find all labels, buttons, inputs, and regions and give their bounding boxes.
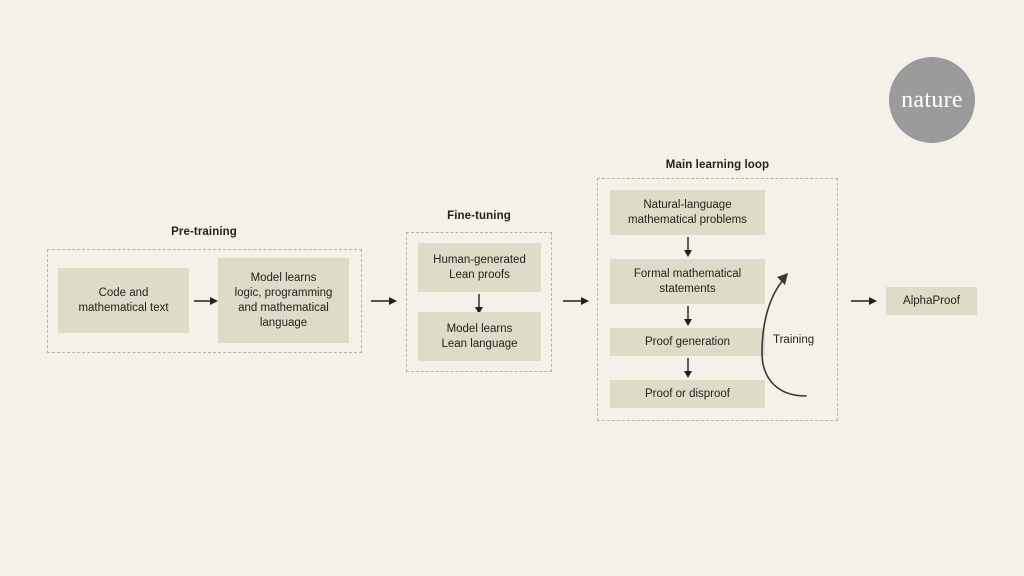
node-line: mathematical text <box>78 301 169 314</box>
node-line: Lean proofs <box>449 268 510 281</box>
node-human-generated-lean-proofs: Human-generated Lean proofs <box>418 243 541 292</box>
training-label: Training <box>773 334 815 346</box>
arrow-right-icon <box>194 297 218 305</box>
node-line: logic, programming <box>234 286 333 299</box>
node-line: Lean language <box>441 337 518 350</box>
node-formal-mathematical-statements: Formal mathematical statements <box>610 259 765 304</box>
arrow-right-icon <box>371 297 397 305</box>
mainloop-group <box>597 178 838 421</box>
node-natural-language-problems: Natural-language mathematical problems <box>610 190 765 235</box>
node-line: language <box>259 316 308 329</box>
arrow-right-icon <box>563 297 589 305</box>
mainloop-title: Main learning loop <box>665 159 770 171</box>
arrow-down-icon <box>475 294 483 314</box>
node-line: mathematical problems <box>628 213 747 226</box>
node-line: Code and <box>98 286 149 299</box>
node-line: Proof or disproof <box>644 387 730 400</box>
arrow-down-icon <box>684 306 692 326</box>
node-model-learns-logic: Model learns logic, programming and math… <box>218 258 349 343</box>
node-line: Model learns <box>446 322 513 335</box>
curved-feedback-arrow-icon <box>761 273 807 397</box>
node-alphaproof: AlphaProof <box>886 287 977 315</box>
node-line: AlphaProof <box>903 294 960 307</box>
node-code-and-math-text: Code and mathematical text <box>58 268 189 333</box>
node-line: statements <box>659 282 716 295</box>
pretraining-title: Pre-training <box>171 226 237 238</box>
node-line: and mathematical <box>238 301 329 314</box>
node-model-learns-lean-language: Model learns Lean language <box>418 312 541 361</box>
node-line: Natural-language <box>643 198 732 211</box>
finetuning-group <box>406 232 552 372</box>
node-line: Human-generated <box>433 253 526 266</box>
arrow-right-icon <box>851 297 877 305</box>
pretraining-group <box>47 249 362 353</box>
nature-wordmark: nature <box>901 87 963 113</box>
node-proof-generation: Proof generation <box>610 328 765 356</box>
finetuning-title: Fine-tuning <box>447 210 511 222</box>
node-line: Model learns <box>250 271 317 284</box>
nature-logo: nature <box>889 57 975 143</box>
node-proof-or-disproof: Proof or disproof <box>610 380 765 408</box>
arrow-down-icon <box>684 237 692 257</box>
node-line: Formal mathematical <box>633 267 742 280</box>
arrow-down-icon <box>684 358 692 378</box>
node-line: Proof generation <box>644 335 731 348</box>
